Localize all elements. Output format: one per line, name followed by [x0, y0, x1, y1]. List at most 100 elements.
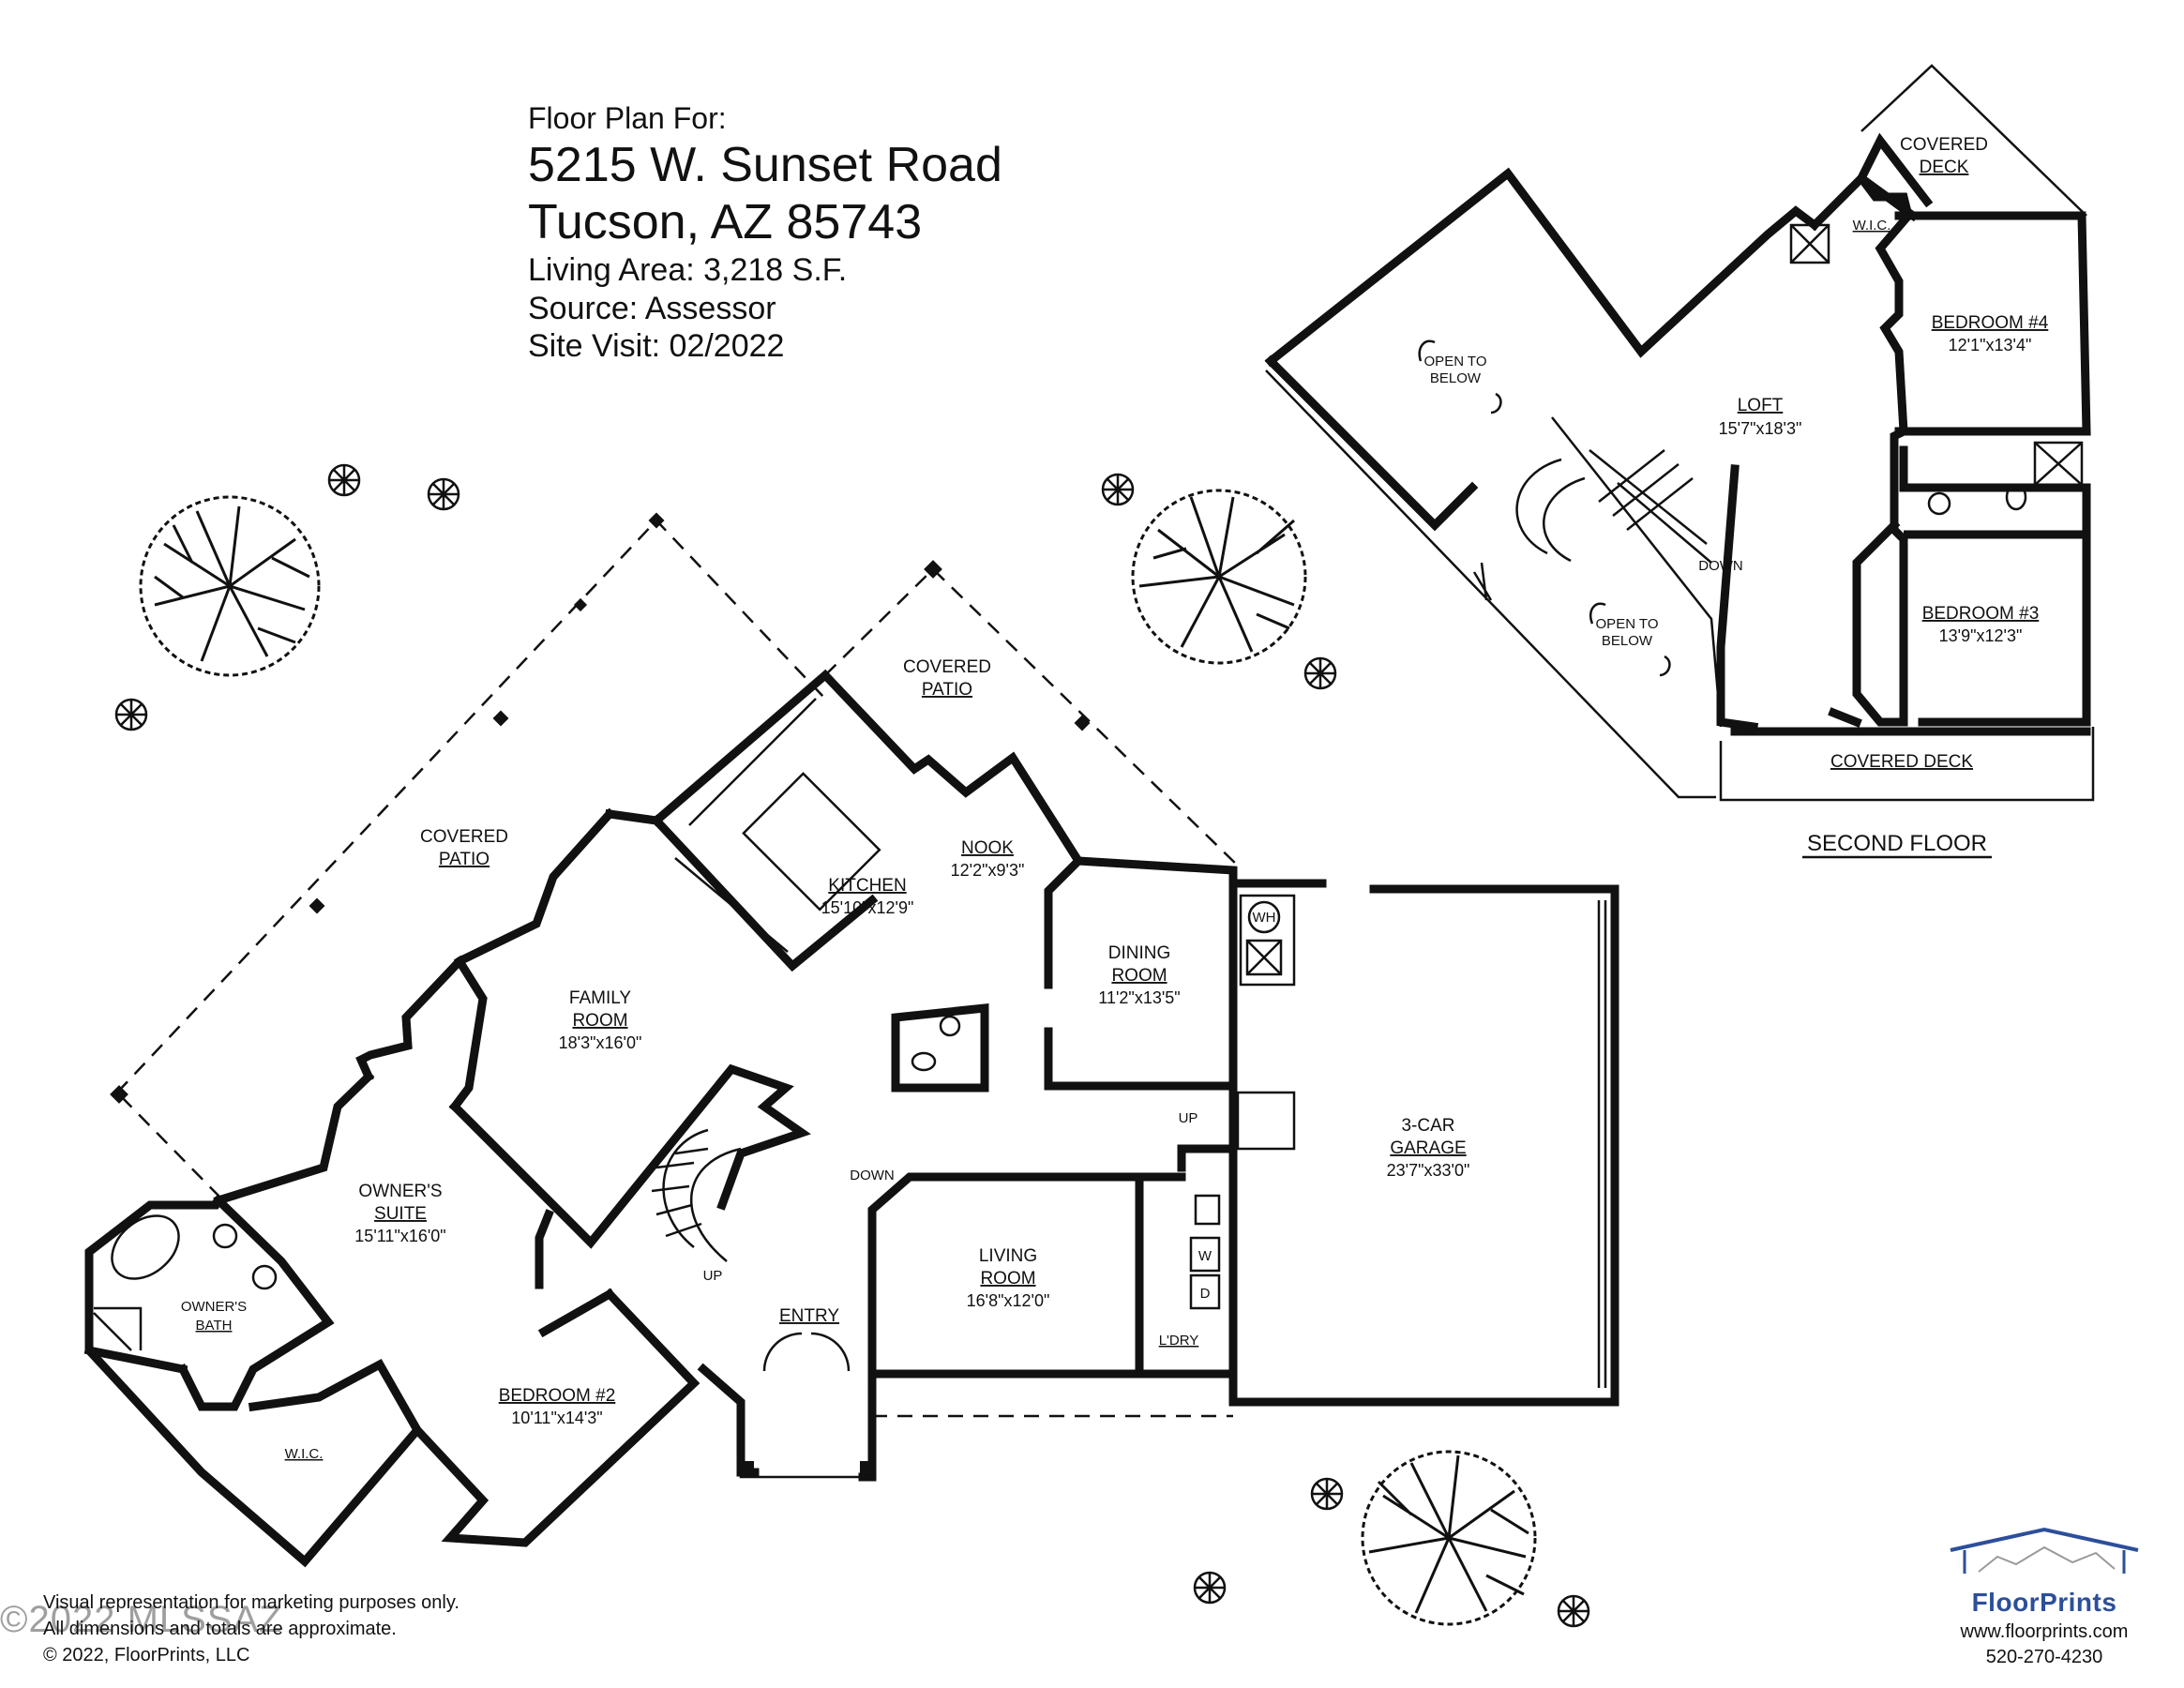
bedroom2-dim: 10'11"x14'3": [511, 1409, 602, 1427]
header-intro: Floor Plan For:: [528, 101, 727, 135]
brand-url: www.floorprints.com: [1960, 1621, 2129, 1642]
covered-patio-right-outline: [824, 567, 1241, 868]
covered-patio-left-label2: PATIO: [439, 850, 490, 869]
brand-phone: 520-270-4230: [1985, 1647, 2103, 1667]
owners-suite-label: OWNER'S: [358, 1182, 442, 1201]
wic-label: W.I.C.: [285, 1446, 324, 1462]
second-floor-walls: [1264, 132, 2091, 736]
curved-staircase: [651, 1128, 742, 1262]
open-to-below-2-label: OPEN TO: [1596, 616, 1659, 632]
second-floor-title: SECOND FLOOR: [1807, 831, 1987, 856]
second-floor-outer-line: [1265, 369, 1716, 799]
nook-label: NOOK: [961, 838, 1014, 858]
shrub-icon: [114, 463, 1590, 1628]
washer-label: W: [1198, 1248, 1212, 1264]
dryer-icon: [1189, 1274, 1221, 1310]
owners-bath-label: OWNER'S: [181, 1299, 247, 1315]
open-to-below-1-label2: BELOW: [1430, 370, 1482, 386]
plan-header: Floor Plan For: 5215 W. Sunset Road Tucs…: [528, 101, 1002, 365]
copyright: © 2022, FloorPrints, LLC: [43, 1645, 250, 1665]
entry-door: [762, 1332, 851, 1372]
floorprints-logo-icon: [1950, 1527, 2139, 1574]
family-room-label2: ROOM: [572, 1011, 627, 1031]
washer-icon: [1189, 1236, 1221, 1273]
loft-bath-sink: [1927, 491, 1951, 516]
bedroom3-dim: 13'9"x12'3": [1939, 626, 2023, 645]
header-address-line2: Tucson, AZ 85743: [528, 195, 923, 250]
dining-label2: ROOM: [1111, 966, 1167, 986]
rail-mark: [1472, 562, 1493, 601]
covered-deck-top-label2: DECK: [1920, 158, 1969, 177]
tree-icon: [1131, 489, 1307, 665]
garage-step: [1236, 1091, 1296, 1151]
kitchen-dim: 15'10"x12'9": [821, 898, 914, 917]
floorprints-brand: FloorPrints www.floorprints.com 520-270-…: [1932, 1527, 2157, 1668]
second-floor-stair-down-label: DOWN: [1698, 558, 1743, 574]
loft-dim: 15'7"x18'3": [1719, 419, 1802, 438]
open-to-below-2-label2: BELOW: [1602, 633, 1653, 649]
kitchen-island: [674, 698, 881, 953]
header-site-visit: Site Visit: 02/2022: [528, 327, 785, 364]
dining-label: DINING: [1108, 943, 1171, 963]
disclaimer-line2: All dimensions and totals are approximat…: [43, 1619, 397, 1639]
garage-label2: GARAGE: [1390, 1138, 1466, 1158]
loft-bath-shower: [2033, 441, 2084, 487]
living-room-dim: 16'8"x12'0": [967, 1291, 1050, 1310]
tree-icon: [139, 495, 321, 677]
wic-box: [1789, 223, 1830, 264]
rotation-arrow-icon: [1418, 339, 1502, 414]
water-heater-icon: [1247, 900, 1281, 934]
family-room-dim: 18'3"x16'0": [559, 1033, 642, 1052]
bedroom4-dim: 12'1"x13'4": [1949, 336, 2032, 354]
header-source: Source: Assessor: [528, 290, 776, 326]
bedroom4-label: BEDROOM #4: [1932, 313, 2049, 333]
rotation-arrow-icon: [1589, 602, 1671, 677]
entry-porch: [739, 1379, 874, 1479]
covered-deck-top-label: COVERED: [1900, 135, 1988, 155]
stair-down-label: DOWN: [850, 1168, 895, 1183]
kitchen-label: KITCHEN: [828, 876, 906, 896]
covered-deck-top-outline: [1860, 64, 2087, 217]
half-bath-sink: [939, 1015, 961, 1037]
loft-label: LOFT: [1738, 396, 1784, 415]
bedroom3-label: BEDROOM #3: [1922, 604, 2040, 624]
second-floor-wic-label: W.I.C.: [1853, 218, 1891, 234]
covered-deck-bottom-outline: [1719, 727, 2095, 802]
living-room-label: LIVING: [979, 1246, 1037, 1266]
half-bath-toilet: [911, 1051, 937, 1072]
owners-suite-label2: SUITE: [374, 1204, 427, 1224]
garage-label: 3-CAR: [1401, 1116, 1454, 1136]
second-floor-stair: [1515, 449, 1712, 564]
laundry-sink: [1194, 1194, 1221, 1226]
covered-deck-bottom-label: COVERED DECK: [1830, 752, 1973, 772]
disclaimer: Visual representation for marketing purp…: [43, 1590, 459, 1642]
covered-patio-right-label2: PATIO: [922, 680, 972, 700]
loft-stair-rail: [1551, 416, 1723, 728]
loft-bath-toilet: [2005, 483, 2027, 511]
garage-door-track: [1597, 900, 1607, 1388]
covered-patio-right-label: COVERED: [903, 657, 991, 677]
disclaimer-line1: Visual representation for marketing purp…: [43, 1592, 459, 1613]
open-to-below-1-label: OPEN TO: [1424, 354, 1487, 369]
nook-dim: 12'2"x9'3": [951, 861, 1025, 880]
garage-dim: 23'7"x33'0": [1387, 1161, 1470, 1180]
mls-watermark: ©2022 MLSSAZ: [0, 1599, 283, 1640]
hvac-box: [1245, 939, 1283, 976]
owners-bath-fixtures: [93, 1214, 278, 1351]
water-heater-label: WH: [1253, 910, 1276, 926]
entry-label: ENTRY: [779, 1306, 839, 1326]
bedroom2-label: BEDROOM #2: [499, 1386, 616, 1406]
header-living-area: Living Area: 3,218 S.F.: [528, 252, 848, 289]
owners-suite-dim: 15'11"x16'0": [354, 1227, 445, 1245]
tree-icon: [1361, 1450, 1537, 1626]
stair-up-label: UP: [703, 1268, 723, 1284]
dining-dim: 11'2"x13'5": [1098, 988, 1180, 1007]
covered-patio-left-label: COVERED: [420, 827, 508, 847]
brand-name: FloorPrints: [1971, 1588, 2117, 1617]
owners-bath-label2: BATH: [196, 1318, 233, 1334]
dryer-label: D: [1200, 1286, 1211, 1302]
laundry-label: L'DRY: [1159, 1333, 1199, 1349]
first-floor-walls: [83, 669, 1619, 1568]
